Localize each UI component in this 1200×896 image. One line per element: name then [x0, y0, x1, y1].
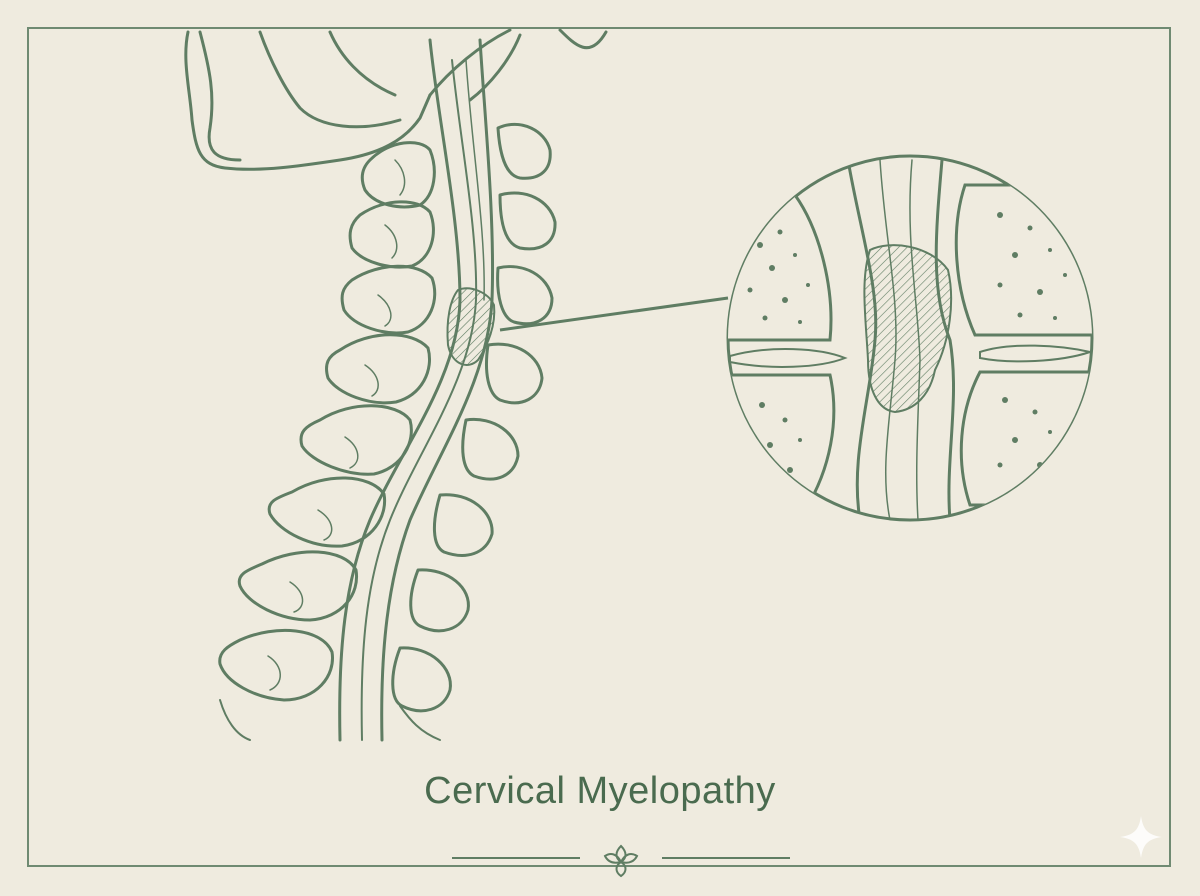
vertebral-bodies	[218, 141, 437, 702]
compression-zone	[446, 287, 496, 366]
leader-line	[499, 296, 729, 332]
border-frame	[27, 27, 1171, 867]
skull-outline	[184, 28, 608, 171]
leaf-ornament-icon	[452, 844, 790, 878]
vertebra-details	[267, 159, 406, 691]
spinous-processes	[391, 122, 557, 713]
diagram-title: Cervical Myelopathy	[424, 770, 776, 812]
magnified-inset	[726, 154, 1094, 522]
sparkle-icon	[1120, 816, 1162, 858]
spinal-cord	[338, 38, 495, 742]
